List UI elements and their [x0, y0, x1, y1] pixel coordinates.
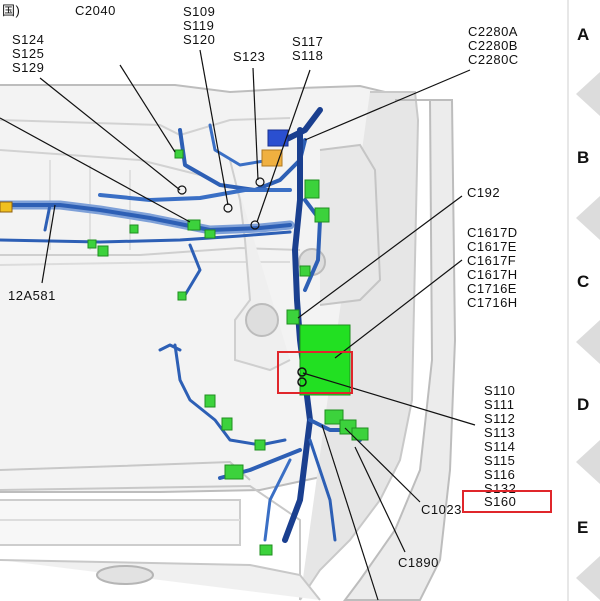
- zone-label-b: B: [577, 148, 590, 167]
- label-s109-group: S109 S119 S120: [183, 4, 216, 47]
- highlight-box-s160: [462, 490, 552, 513]
- zone-tab-marker: [576, 556, 600, 600]
- zone-label-a: A: [577, 25, 590, 44]
- label-c1617-group: C1617D C1617E C1617F C1617H C1716E C1716…: [467, 225, 518, 310]
- label-c1023: C1023: [421, 502, 462, 517]
- vehicle-body: [0, 84, 457, 601]
- zone-label-d: D: [577, 395, 590, 414]
- zone-label-c: C: [577, 272, 590, 291]
- label-12a581: 12A581: [8, 288, 56, 303]
- zone-tab-marker: [576, 440, 600, 484]
- label-s117-group: S117 S118: [292, 34, 324, 63]
- label-c192: C192: [467, 185, 501, 200]
- zone-tab-marker: [576, 320, 600, 364]
- zone-tab-marker: [576, 72, 600, 116]
- highlight-box-connector: [277, 351, 353, 394]
- connectors: [87, 149, 369, 556]
- label-s124-group: S124 S125 S129: [12, 32, 45, 75]
- header-fragment: 国): [2, 3, 21, 18]
- label-c2280-group: C2280A C2280B C2280C: [468, 24, 519, 67]
- label-s110-group: S110 S111 S112 S113 S114 S115 S116 S132: [484, 383, 517, 496]
- label-c2040: C2040: [75, 3, 116, 18]
- misc-parts: [0, 129, 307, 387]
- zone-label-e: E: [577, 518, 589, 537]
- label-s123: S123: [233, 49, 266, 64]
- label-c1890: C1890: [398, 555, 439, 570]
- leader-lines: [0, 49, 476, 601]
- label-s160: S160: [484, 494, 517, 509]
- zone-tab-marker: [576, 196, 600, 240]
